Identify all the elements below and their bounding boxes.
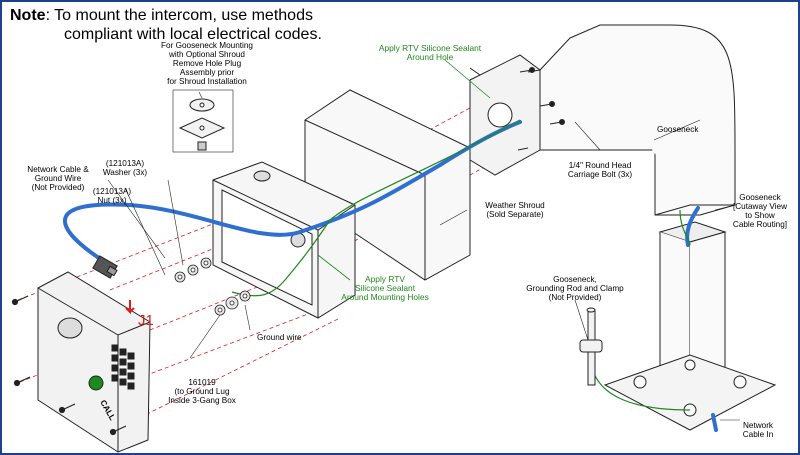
note-line-1: : To mount the intercom, use methods	[45, 7, 313, 24]
gooseneck-cutaway-label-3: to Show	[745, 211, 775, 220]
rj45-plug-icon	[92, 255, 118, 279]
gooseneck-cutaway-label-1: Gooseneck	[739, 193, 781, 202]
rtv-mounting-label-2: Silicone Sealant	[355, 283, 416, 293]
carriage-bolt-label-1: 1/4" Round Head	[569, 161, 632, 170]
sealant-leader-lines	[317, 59, 491, 281]
washers-and-nuts	[174, 257, 251, 316]
network-cable-in-label-2: Cable In	[743, 430, 774, 439]
nut-label-1: (121013A)	[93, 187, 132, 196]
weather-shroud-label-2: (Sold Separate)	[486, 210, 544, 219]
ground-lug-label-1: 161019	[188, 378, 216, 387]
keypad	[111, 344, 135, 390]
weather-shroud-label-1: Weather Shroud	[485, 201, 545, 210]
gooseneck-mount-label-3: Remove Hole Plug	[173, 59, 242, 68]
network-cable-label-2: Ground Wire	[35, 174, 82, 183]
rtv-hole-label-2: Around Hole	[407, 52, 454, 62]
network-cable-label-1: Network Cable &	[27, 165, 89, 174]
grounding-rod-label-3: (Not Provided)	[549, 293, 602, 302]
rtv-mounting-label-3: Around Mounting Holes	[341, 292, 429, 302]
ground-wire-label: Ground wire	[257, 333, 302, 342]
gooseneck-mount-label-4: Assembly prior	[180, 68, 234, 77]
note-line-2: compliant with local electrical codes.	[64, 26, 322, 43]
j1-label: J1	[138, 312, 154, 329]
carriage-bolt-label-2: Carriage Bolt (3x)	[568, 170, 632, 179]
mounting-screws	[11, 295, 127, 436]
rtv-mounting-label-1: Apply RTV	[365, 274, 405, 284]
gooseneck-mount-label-1: For Gooseneck Mounting	[161, 41, 253, 50]
hole-plug-detail	[172, 89, 234, 153]
network-cable	[63, 120, 718, 432]
gooseneck-cutaway-label-4: Cable Routing]	[733, 220, 787, 229]
note-prefix: Note	[10, 7, 46, 24]
gooseneck-pole	[539, 24, 777, 431]
grounding-rod-label-2: Grounding Rod and Clamp	[526, 284, 624, 293]
gooseneck-mount-label-5: for Shroud Installation	[167, 77, 247, 86]
nut-label-2: Nut (3x)	[97, 196, 126, 205]
washer-label-2: Washer (3x)	[103, 168, 148, 177]
network-cable-label-3: (Not Provided)	[32, 183, 85, 192]
grounding-rod-label-1: Gooseneck,	[553, 275, 597, 284]
washer-label-1: (121013A)	[106, 159, 145, 168]
grounding-rod-clamp	[579, 307, 603, 386]
carriage-bolts	[519, 67, 565, 125]
gooseneck-mount-label-2: with Optional Shroud	[168, 50, 245, 59]
gooseneck-label: Gooseneck	[657, 125, 699, 134]
leader-lines	[107, 91, 740, 421]
gooseneck-mount-plate	[469, 54, 541, 176]
ground-lug-label-3: Inside 3-Gang Box	[168, 396, 236, 405]
rtv-hole-label-1: Apply RTV Silicone Sealant	[379, 43, 482, 53]
intercom-faceplate	[37, 271, 151, 453]
j1-arrow	[125, 300, 135, 315]
ground-lug-label-2: (to Ground Lug	[174, 387, 230, 396]
gooseneck-cutaway-label-2: [Cutaway View	[733, 202, 787, 211]
network-cable-in-label-1: Network	[743, 421, 774, 430]
back-box	[212, 161, 356, 319]
mounting-note: Note: To mount the intercom, use methods…	[10, 6, 322, 44]
